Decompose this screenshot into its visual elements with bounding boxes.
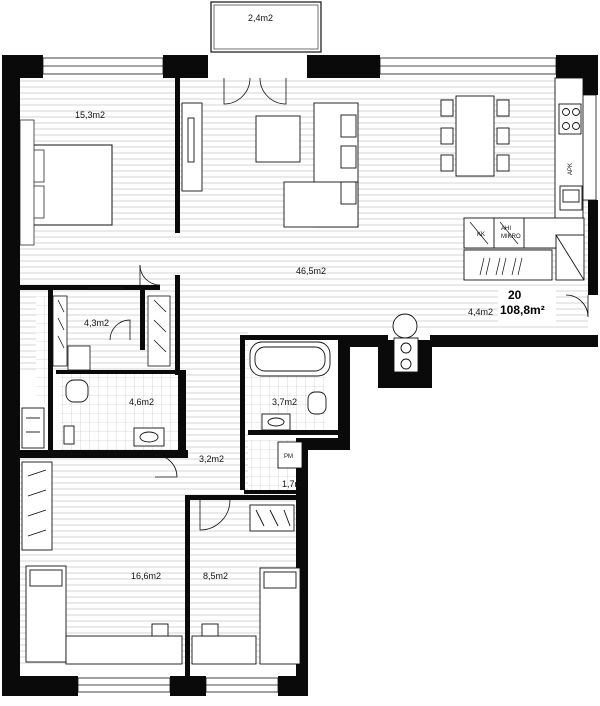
unit-number: 20: [508, 288, 522, 302]
area-label-bedroom-1: 15,3m2: [75, 110, 105, 120]
bedroom-2-furniture: [21, 461, 183, 665]
balcony: [210, 1, 322, 53]
dining-table: [440, 95, 510, 177]
area-label-bedroom-2: 16,6m2: [131, 571, 161, 581]
area-label-utility: 1,7m2: [282, 479, 307, 489]
bathroom-1-fixtures: [21, 379, 165, 449]
doors: [88, 77, 589, 531]
label-pm: PM: [284, 454, 293, 460]
closet-shelving: [52, 295, 171, 371]
area-label-bathroom-2: 3,7m2: [272, 397, 297, 407]
area-label-living-kitchen: 46,5m2: [296, 266, 326, 276]
kitchen-counter: [463, 77, 585, 281]
windows: [42, 57, 597, 693]
unit-total-area: 108,8m²: [500, 303, 545, 317]
exterior-walls: [2, 55, 598, 696]
label-mikro: MIKRO: [501, 234, 521, 240]
kitchen-storage-hatch: [469, 221, 523, 276]
unit-badge: 20 108,8m²: [498, 288, 556, 322]
room-labels: 2,4m2 15,3m2 46,5m2 4,3m2 4,6m2 4,4m2 3,…: [75, 13, 493, 581]
bedroom-3-furniture: [191, 504, 301, 665]
living-furniture: [181, 102, 359, 228]
label-kk: KK: [477, 232, 485, 238]
laundry-machine: [277, 441, 303, 469]
area-label-balcony: 2,4m2: [248, 13, 273, 23]
shaft-fixture: [392, 313, 419, 373]
double-bed: [19, 119, 113, 246]
label-ahi: AHI: [501, 226, 511, 232]
label-apk: APK: [568, 163, 574, 175]
area-label-bathroom-1: 4,6m2: [129, 397, 154, 407]
area-label-bedroom-3: 8,5m2: [203, 571, 228, 581]
area-label-walk-in-closet: 4,3m2: [84, 318, 109, 328]
area-label-hall: 3,2m2: [199, 454, 224, 464]
area-label-entry: 4,4m2: [468, 307, 493, 317]
bathroom-2-fixtures: [249, 341, 331, 431]
